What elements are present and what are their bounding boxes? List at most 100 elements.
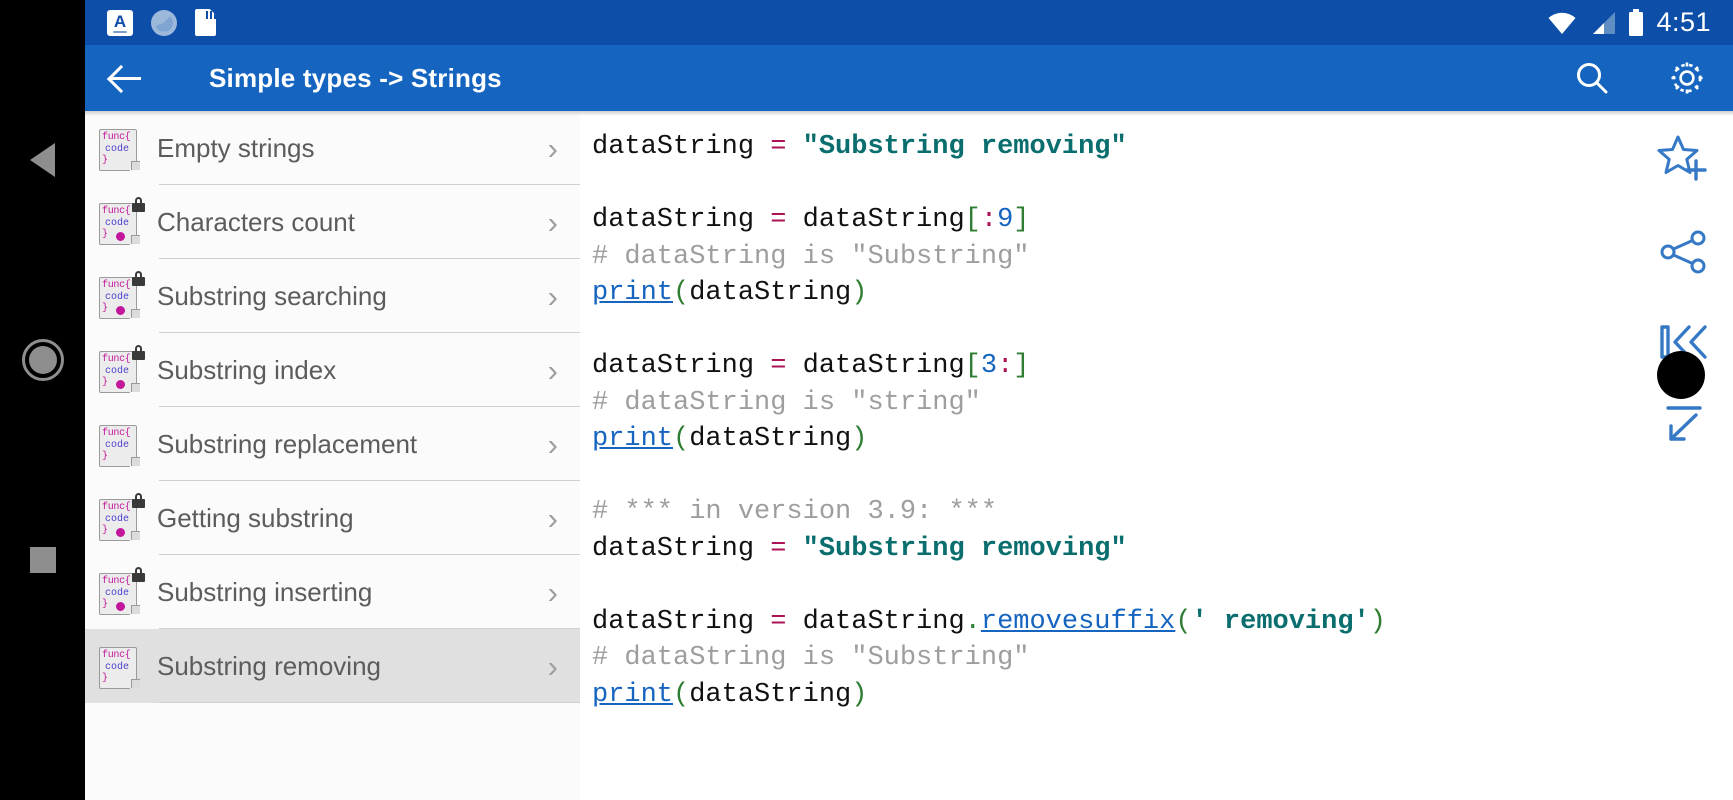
code-token: dataString: [592, 351, 771, 381]
android-home-button[interactable]: [0, 330, 85, 390]
code-token: (: [673, 278, 690, 308]
list-divider: [159, 258, 580, 259]
list-divider: [159, 628, 580, 629]
code-file-icon: func{code}: [99, 421, 141, 467]
code-block: dataString = "Substring removing" dataSt…: [592, 129, 1733, 713]
home-circle-icon: [21, 339, 64, 381]
code-token: =: [770, 533, 787, 564]
list-item[interactable]: func{code}Getting substring›: [85, 481, 580, 555]
share-icon[interactable]: [1653, 221, 1715, 283]
list-item[interactable]: func{code}Characters count›: [85, 185, 580, 259]
topic-list[interactable]: func{code} Empty strings › func{code} Charac…: [85, 111, 580, 800]
android-recents-button[interactable]: [0, 530, 85, 590]
code-file-icon: func{code}: [99, 197, 145, 245]
code-token: [: [964, 351, 981, 381]
add-to-favorites-star-icon[interactable]: [1653, 129, 1715, 191]
code-file-icon: func{code}: [99, 567, 145, 615]
touch-indicator: [1657, 351, 1705, 399]
android-back-button[interactable]: [0, 130, 85, 190]
code-token: # dataString is "Substring": [592, 643, 1030, 673]
content-area: func{code} Empty strings › func{code} Charac…: [85, 111, 1733, 800]
app-toolbar: Simple types -> Strings: [85, 45, 1733, 111]
list-item[interactable]: func{code} Empty strings ›: [85, 111, 580, 185]
code-token: 3: [980, 351, 998, 381]
code-token: ): [851, 679, 868, 710]
list-item[interactable]: func{code}Substring removing›: [85, 629, 580, 703]
code-token: ]: [1013, 351, 1030, 381]
code-token: dataString: [786, 205, 965, 235]
page-title: Simple types -> Strings: [209, 62, 502, 93]
code-token[interactable]: removesuffix: [980, 606, 1176, 637]
list-item-label: Substring inserting: [157, 576, 373, 607]
code-token: [: [964, 205, 981, 235]
code-token: =: [770, 132, 787, 162]
code-file-icon: func{code}: [99, 345, 145, 393]
chevron-right-icon: ›: [547, 278, 558, 314]
toolbar-back-button[interactable]: [107, 58, 147, 98]
search-icon[interactable]: [1573, 59, 1611, 97]
code-token: =: [770, 205, 787, 235]
list-item-label: Getting substring: [157, 502, 354, 533]
code-token: (: [673, 679, 690, 710]
code-token: # dataString is "string": [592, 387, 981, 418]
code-token: (: [673, 424, 690, 454]
code-token[interactable]: print: [592, 424, 674, 454]
list-item-label: Substring index: [157, 354, 337, 385]
code-file-icon: func{code}: [99, 125, 141, 171]
code-viewer[interactable]: dataString = "Substring removing" dataSt…: [580, 111, 1733, 800]
lock-icon: [132, 271, 145, 286]
list-item[interactable]: func{code} Substring searching ›: [85, 259, 580, 333]
code-token: ]: [1013, 205, 1030, 235]
list-item[interactable]: func{code}Substring replacement›: [85, 407, 580, 481]
lock-icon: [132, 493, 145, 508]
code-token: (: [1175, 606, 1192, 637]
code-token[interactable]: print: [592, 278, 674, 308]
recents-square-icon: [29, 547, 56, 573]
list-item-label: Substring searching: [157, 280, 387, 311]
list-item-label: Characters count: [157, 206, 355, 237]
list-item[interactable]: func{code} Substring inserting ›: [85, 555, 580, 629]
app-notification-icon: A: [107, 9, 133, 36]
code-file-icon: func{code}: [99, 271, 145, 319]
list-item-label: Empty strings: [157, 132, 315, 163]
code-token: dataString: [592, 132, 771, 162]
gear-icon[interactable]: [1667, 58, 1707, 98]
list-divider: [159, 702, 580, 703]
code-token: dataString: [592, 205, 771, 235]
collapse-down-left-icon[interactable]: [1653, 393, 1715, 455]
code-token: dataString: [786, 351, 965, 381]
action-rail: [1628, 111, 1733, 800]
code-token: :: [997, 351, 1014, 381]
chevron-right-icon: ›: [547, 130, 558, 166]
android-navigation-bar: [0, 0, 85, 800]
code-token: "Substring removing": [802, 533, 1127, 564]
code-token: =: [770, 351, 787, 381]
chevron-right-icon: ›: [547, 500, 558, 536]
sync-icon: [151, 9, 177, 36]
code-token: .: [964, 606, 981, 637]
battery-icon: [1628, 9, 1644, 36]
wifi-icon: [1547, 11, 1577, 35]
list-item-label: Substring replacement: [157, 428, 418, 459]
code-token: :: [980, 205, 998, 235]
code-token: dataString: [689, 424, 852, 454]
code-token: ): [1369, 606, 1386, 637]
chevron-right-icon: ›: [547, 352, 558, 388]
chevron-right-icon: ›: [547, 574, 558, 610]
sd-card-icon: [195, 9, 216, 36]
chevron-right-icon: ›: [547, 648, 558, 684]
list-divider: [159, 332, 580, 333]
code-token: ): [851, 424, 868, 454]
code-token: "Substring removing": [802, 132, 1127, 162]
code-token: ' removing': [1191, 606, 1370, 637]
code-token: # dataString is "Substring": [592, 241, 1030, 272]
lock-icon: [132, 567, 145, 582]
code-token: =: [770, 606, 787, 637]
list-item[interactable]: func{code} Substring index ›: [85, 333, 580, 407]
code-file-icon: func{code}: [99, 643, 141, 689]
list-divider: [159, 406, 580, 407]
code-token[interactable]: print: [592, 679, 674, 710]
code-token: [786, 534, 802, 564]
clock-label: 4:51: [1656, 7, 1711, 37]
code-token: dataString: [592, 606, 771, 637]
